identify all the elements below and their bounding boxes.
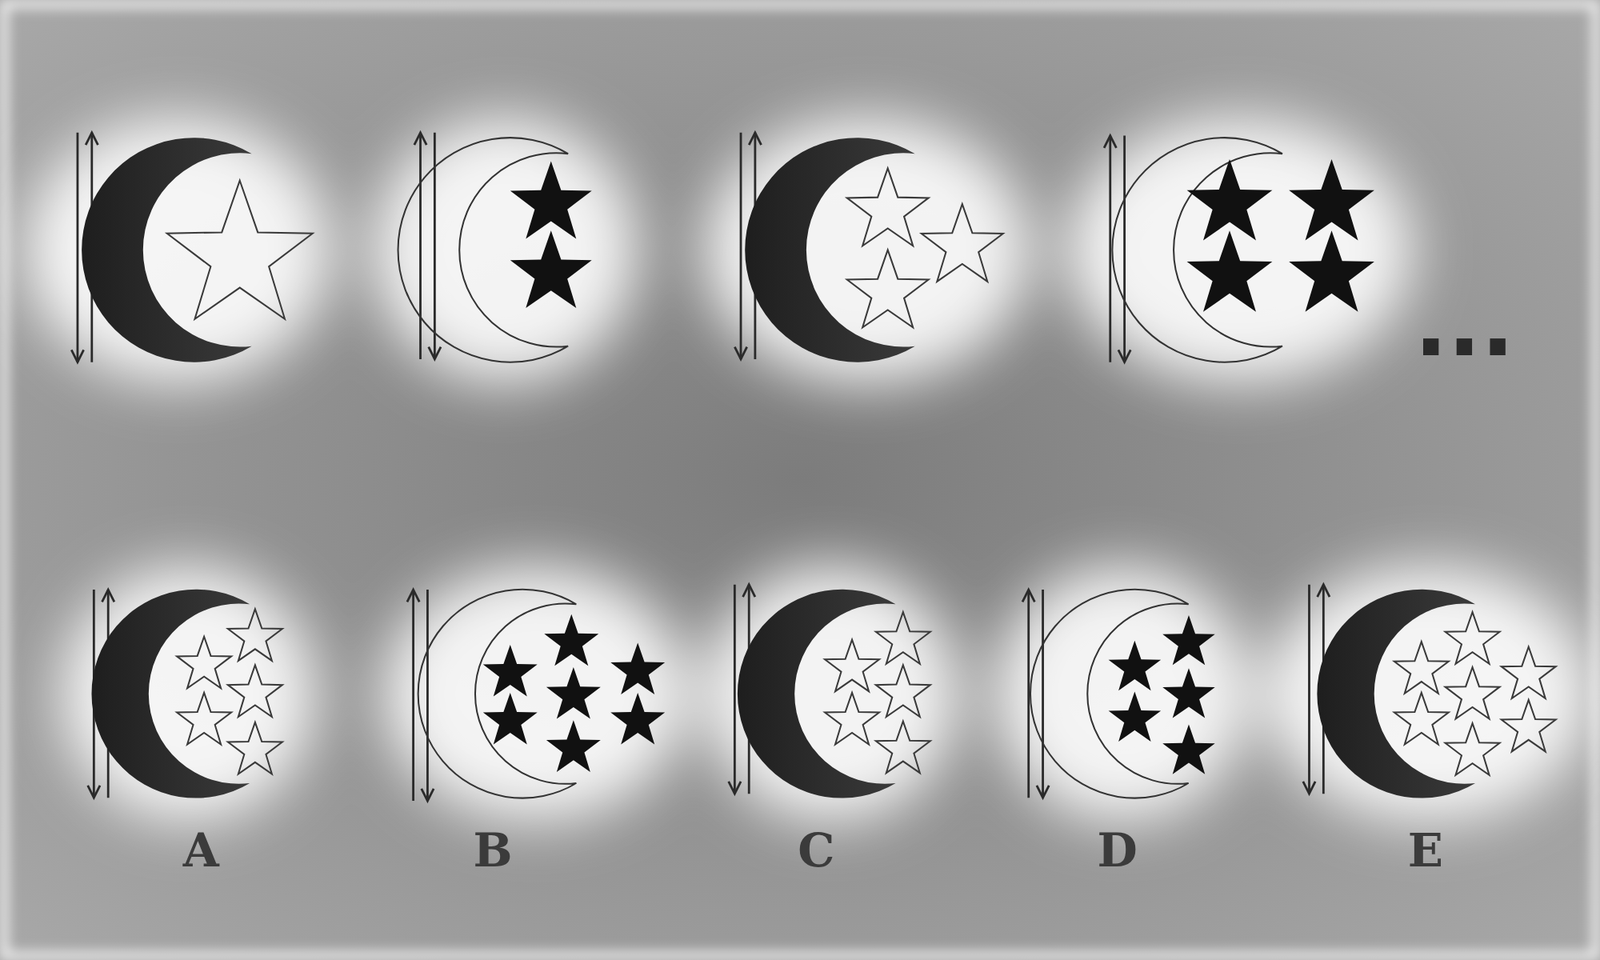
- star: [510, 160, 592, 239]
- crescent-moon: [737, 589, 896, 799]
- star: [1162, 615, 1216, 665]
- star: [610, 692, 665, 745]
- star: [1501, 700, 1556, 752]
- star: [1108, 640, 1162, 691]
- star: [176, 636, 232, 689]
- arrow-head: [1104, 136, 1116, 148]
- star: [824, 692, 880, 745]
- glow: [704, 117, 1031, 384]
- star: [1288, 230, 1375, 312]
- star: [876, 721, 931, 774]
- crescent-moon: [1030, 589, 1189, 799]
- star: [1394, 692, 1449, 745]
- arrow-head: [102, 589, 115, 602]
- arrow-line: [733, 584, 736, 794]
- crescent-moon: [81, 137, 252, 363]
- star: [1445, 612, 1500, 664]
- glow: [704, 566, 960, 822]
- star: [228, 664, 283, 717]
- arrow-head: [71, 349, 84, 362]
- star: [546, 720, 601, 772]
- star: [167, 180, 313, 320]
- arrow-head: [428, 347, 441, 360]
- arrow-head: [728, 781, 741, 794]
- star: [1445, 667, 1500, 720]
- star: [921, 204, 1004, 282]
- arrow-head: [1022, 589, 1035, 602]
- glow: [372, 117, 639, 384]
- arrow-head: [748, 132, 761, 145]
- star: [1187, 230, 1273, 312]
- star: [1187, 159, 1273, 241]
- arrow-line: [1123, 136, 1126, 363]
- option-letter: B: [473, 823, 513, 878]
- star: [176, 692, 232, 745]
- star: [483, 692, 538, 745]
- star: [510, 230, 592, 308]
- star: [1162, 668, 1216, 718]
- star: [1394, 641, 1449, 694]
- crescent-moon: [398, 137, 569, 363]
- star: [1162, 724, 1216, 774]
- crescent-moon: [1316, 589, 1476, 799]
- arrow-line: [1027, 589, 1030, 798]
- option-letter: A: [183, 823, 220, 878]
- star: [228, 608, 283, 661]
- arrow-head: [414, 132, 427, 145]
- crescent-moon: [418, 589, 577, 799]
- option-letter: E: [1408, 823, 1444, 878]
- star: [610, 642, 665, 695]
- star: [483, 644, 538, 697]
- star: [824, 640, 880, 692]
- figure-group: [71, 132, 1556, 801]
- frame: [4, 4, 1596, 956]
- arrow-line: [740, 132, 743, 360]
- arrow-head: [1317, 584, 1330, 597]
- arrow-line: [426, 589, 429, 801]
- arrow-head: [85, 132, 98, 145]
- arrow-line: [76, 132, 80, 363]
- option-letter: C: [797, 823, 835, 878]
- option-letter: D: [1097, 823, 1138, 878]
- star: [876, 664, 931, 717]
- star: [544, 614, 599, 667]
- arrow-head: [743, 584, 756, 597]
- crescent-moon: [91, 589, 250, 799]
- arrow-line: [1108, 136, 1112, 363]
- star: [546, 667, 601, 720]
- star: [1501, 647, 1556, 700]
- glow: [1265, 566, 1592, 822]
- arrow-head: [1303, 781, 1316, 794]
- star: [876, 612, 931, 664]
- arrow-head: [1036, 785, 1049, 798]
- arrow-line: [419, 132, 422, 360]
- arrow-head: [421, 788, 434, 801]
- arrow-head: [1118, 349, 1131, 362]
- crescent-moon: [1112, 137, 1283, 363]
- star: [1108, 692, 1162, 742]
- star: [847, 249, 929, 328]
- star: [1288, 159, 1375, 241]
- glow: [995, 566, 1251, 822]
- star: [1445, 723, 1500, 776]
- arrow-line: [1041, 589, 1044, 798]
- arrow-head: [734, 347, 747, 360]
- glow: [1066, 117, 1414, 384]
- arrow-head: [407, 589, 420, 602]
- arrow-line: [1308, 584, 1311, 794]
- glow: [382, 566, 689, 822]
- arrow-head: [88, 785, 100, 798]
- glow: [61, 566, 317, 822]
- continuation-mark: ...: [1414, 273, 1515, 376]
- arrow-line: [412, 589, 415, 801]
- star: [228, 722, 283, 775]
- glow: [25, 117, 332, 384]
- glow-group: [25, 117, 1592, 822]
- star: [847, 168, 929, 246]
